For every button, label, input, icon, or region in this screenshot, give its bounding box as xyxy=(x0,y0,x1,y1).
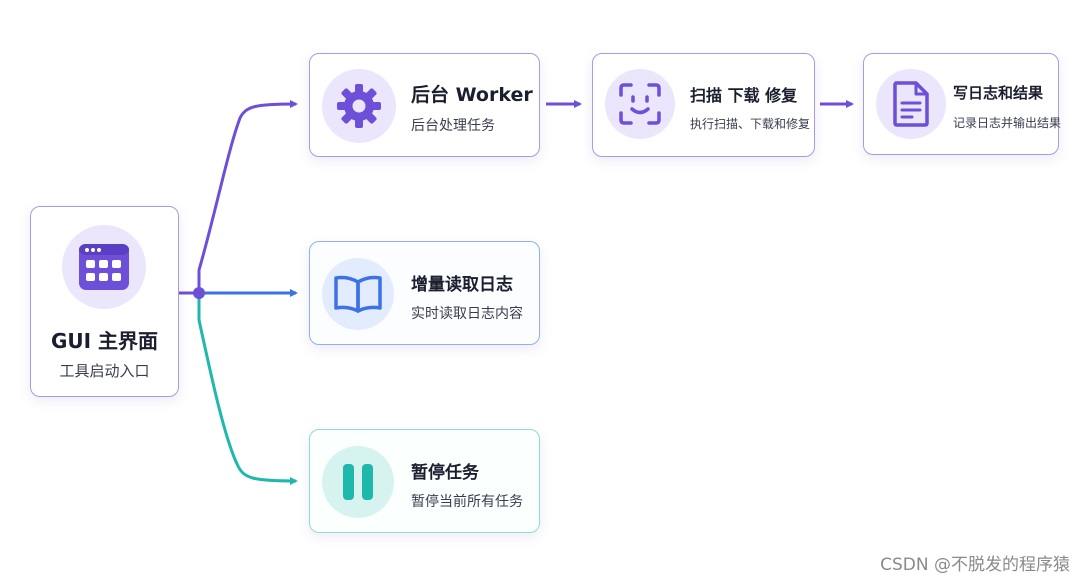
app-window-icon xyxy=(79,244,129,290)
pause-icon xyxy=(343,464,373,500)
gui-main-node[interactable]: GUI 主界面 工具启动入口 xyxy=(30,206,179,397)
write-log-node-title: 写日志和结果 xyxy=(953,84,1044,102)
worker-node-subtitle: 后台处理任务 xyxy=(411,118,495,134)
worker-node[interactable]: 后台 Worker 后台处理任务 xyxy=(309,53,540,157)
arrow-gui-to-pause xyxy=(197,293,298,485)
scan-node-subtitle: 执行扫描、下载和修复 xyxy=(690,117,811,131)
gui-node-title: GUI 主界面 xyxy=(50,329,159,353)
watermark: CSDN @不脱发的程序猿 xyxy=(880,555,1070,575)
gui-node-subtitle: 工具启动入口 xyxy=(59,362,150,380)
gui-icon-circle xyxy=(62,225,146,309)
scan-icon-circle xyxy=(605,69,675,139)
gear-icon xyxy=(337,84,381,128)
worker-node-title: 后台 Worker xyxy=(411,84,533,106)
open-book-icon xyxy=(334,275,382,313)
junction-dot xyxy=(193,287,205,299)
write-log-node[interactable]: 写日志和结果 记录日志并输出结果 xyxy=(863,53,1062,155)
read-log-node[interactable]: 增量读取日志 实时读取日志内容 xyxy=(309,241,540,345)
worker-icon-circle xyxy=(322,69,396,143)
log-icon-circle xyxy=(876,69,946,139)
arrow-gui-to-worker xyxy=(197,100,298,293)
pause-icon-circle xyxy=(322,446,394,518)
scan-node[interactable]: 扫描 下载 修复 执行扫描、下载和修复 xyxy=(592,53,815,157)
read-icon-circle xyxy=(322,258,394,330)
pause-node[interactable]: 暂停任务 暂停当前所有任务 xyxy=(309,429,540,533)
scan-face-icon xyxy=(619,83,661,125)
read-log-node-subtitle: 实时读取日志内容 xyxy=(411,306,523,322)
document-icon xyxy=(893,81,929,127)
write-log-node-subtitle: 记录日志并输出结果 xyxy=(953,116,1062,130)
scan-node-title: 扫描 下载 修复 xyxy=(690,86,798,105)
pause-node-title: 暂停任务 xyxy=(411,463,479,483)
read-log-node-title: 增量读取日志 xyxy=(411,275,513,295)
pause-node-subtitle: 暂停当前所有任务 xyxy=(411,494,523,510)
